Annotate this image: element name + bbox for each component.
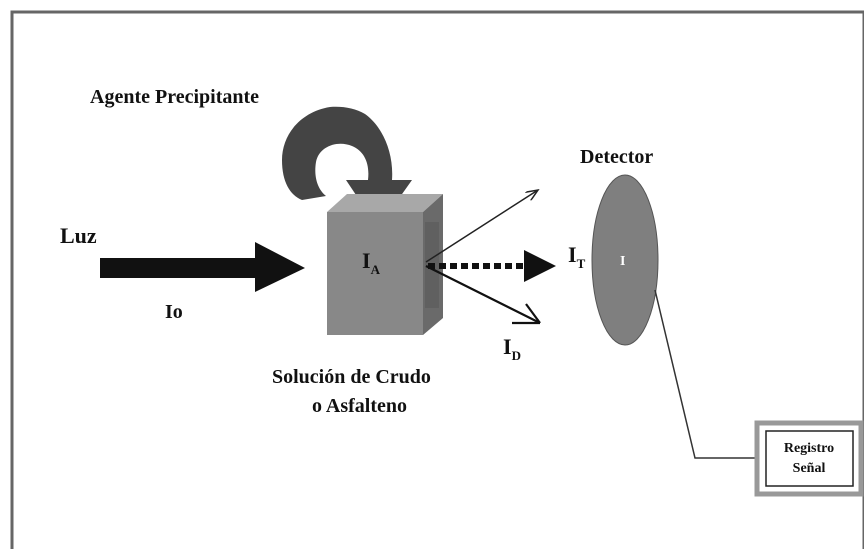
signal-register-box bbox=[754, 420, 864, 497]
incident-intensity-label: Io bbox=[165, 301, 183, 323]
incident-light-arrow bbox=[100, 242, 305, 292]
light-label: Luz bbox=[60, 223, 97, 248]
agent-label: Agente Precipitante bbox=[90, 86, 259, 108]
scattered-light-arrow bbox=[425, 190, 538, 263]
register-label-line1: Registro bbox=[784, 441, 834, 456]
register-label-line2: Señal bbox=[793, 461, 826, 476]
sample-cube bbox=[327, 194, 443, 335]
detector-label: Detector bbox=[580, 146, 653, 168]
transmitted-light-arrow bbox=[428, 250, 556, 282]
signal-cable bbox=[654, 289, 760, 459]
diffracted-light-arrow bbox=[425, 265, 541, 325]
absorbed-intensity-label: IA bbox=[362, 248, 381, 277]
detector-disc bbox=[591, 174, 659, 346]
detector-mark: I bbox=[620, 254, 625, 269]
transmitted-intensity-label: IT bbox=[568, 242, 586, 271]
diffracted-intensity-label: ID bbox=[503, 334, 521, 363]
solution-label-line1: Solución de Crudo bbox=[272, 366, 431, 388]
solution-label-line2: o Asfalteno bbox=[312, 395, 407, 417]
